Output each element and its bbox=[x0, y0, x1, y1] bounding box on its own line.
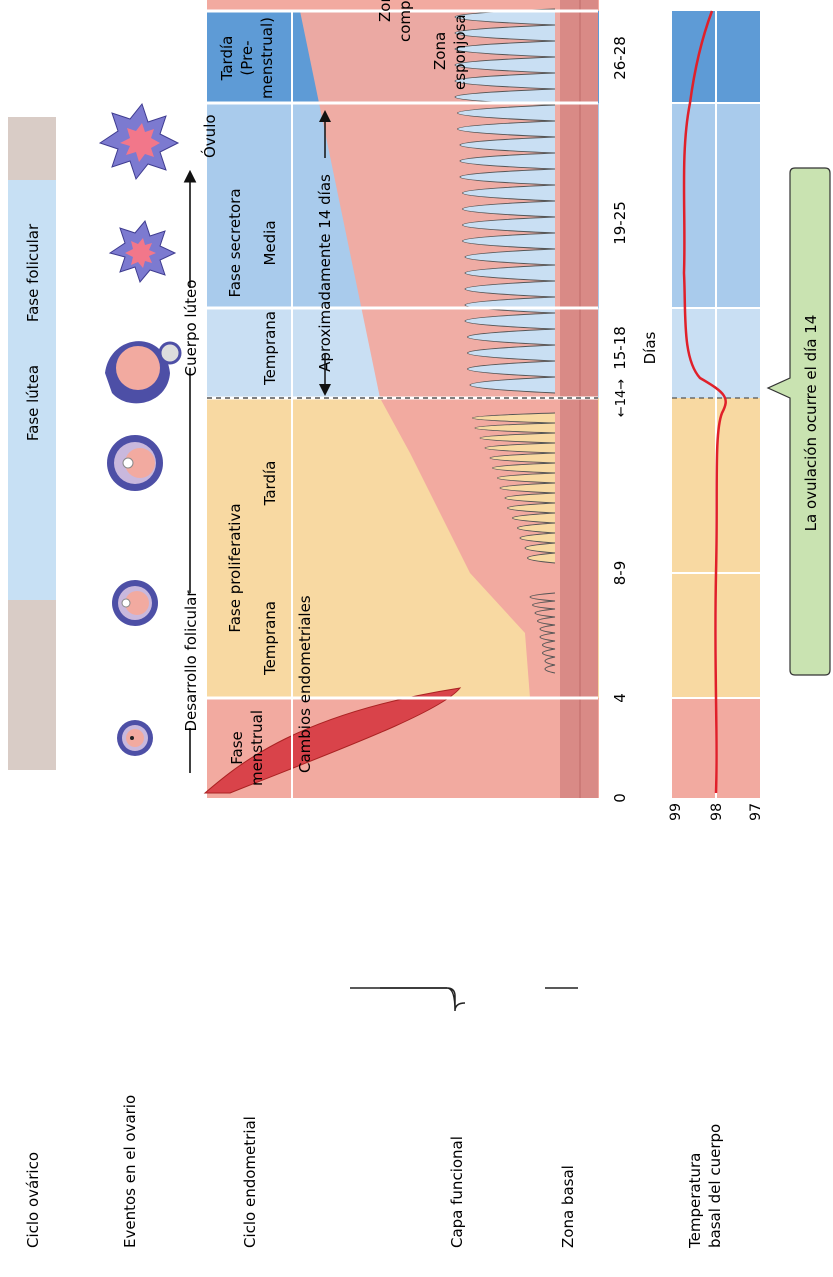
corpus-luteum-label: Cuerpo lúteo bbox=[182, 280, 200, 377]
secretory-mid-label: Media bbox=[261, 220, 279, 265]
endometrium-panel bbox=[205, 0, 599, 798]
ovarian-cycle-bar: Fase folicular Fase lútea bbox=[8, 117, 56, 770]
compact-zone-label-2: compacta bbox=[396, 0, 414, 42]
follicle-tertiary bbox=[107, 435, 163, 491]
temp-tick-99: 99 bbox=[668, 803, 684, 821]
day-tick-0: 0 bbox=[611, 793, 629, 803]
temperature-label-1: Temperatura bbox=[686, 1153, 704, 1249]
temperature-chart: 99 98 97 bbox=[668, 0, 764, 821]
day-tick-4: 4 bbox=[611, 693, 629, 703]
ovulation-callout: La ovulación ocurre el día 14 bbox=[768, 168, 830, 675]
day-tick-26-28: 26-28 bbox=[611, 36, 629, 80]
approx-14-days-label: Aproximadamente 14 días bbox=[316, 174, 334, 372]
day-axis: 0 4 8-9 ←14→ 15-18 19-25 26-28 0-4 Días bbox=[611, 36, 659, 803]
temperature-label-2: basal del cuerpo bbox=[706, 1124, 724, 1248]
proliferative-phase-label: Fase proliferativa bbox=[226, 503, 244, 632]
follicle-graafian bbox=[105, 341, 180, 403]
temp-tick-98: 98 bbox=[709, 803, 725, 821]
follicular-development-label: Desarrollo folicular bbox=[182, 590, 200, 732]
secretory-late-label-1: Tardía bbox=[218, 36, 236, 82]
functional-layer-brace bbox=[350, 988, 465, 1011]
compact-zone-label-1: Zona bbox=[376, 0, 394, 22]
day-tick-15-18: 15-18 bbox=[611, 326, 629, 370]
menstrual-phase-label-2: menstrual bbox=[248, 710, 266, 786]
basal-zone-label: Zona basal bbox=[559, 1165, 577, 1248]
corpus-luteum-early bbox=[110, 221, 175, 282]
follicle-primary bbox=[117, 720, 153, 756]
endometrial-changes-label: Cambios endometriales bbox=[296, 595, 314, 773]
ovulation-callout-text: La ovulación ocurre el día 14 bbox=[802, 315, 820, 532]
secretory-late-label-2: (Pre- bbox=[238, 40, 256, 75]
ovary-events-label: Eventos en el ovario bbox=[121, 1095, 139, 1248]
ovary-events-row: Desarrollo folicular Cuerpo lúteo Óvulo bbox=[100, 104, 219, 773]
follicular-phase-label: Fase folicular bbox=[24, 223, 42, 322]
follicle-secondary bbox=[112, 580, 158, 626]
proliferative-early-label: Temprana bbox=[261, 601, 279, 676]
corpus-luteum-mid bbox=[100, 104, 178, 179]
day-tick-19-25: 19-25 bbox=[611, 201, 629, 245]
secretory-phase-label: Fase secretora bbox=[226, 188, 244, 297]
secretory-early-label: Temprana bbox=[261, 311, 279, 386]
spongy-zone-label-1: Zona bbox=[431, 32, 449, 70]
ovarian-cycle-label: Ciclo ovárico bbox=[24, 1152, 42, 1248]
days-axis-label: Días bbox=[641, 331, 659, 364]
luteal-phase-label: Fase lútea bbox=[24, 365, 42, 441]
ovum-label: Óvulo bbox=[200, 114, 219, 158]
proliferative-late-label: Tardía bbox=[261, 461, 279, 507]
functional-layer-label: Capa funcional bbox=[448, 1136, 466, 1248]
day-tick-14: ←14→ bbox=[614, 379, 629, 417]
temp-tick-97: 97 bbox=[748, 803, 764, 821]
spongy-zone-label-2: esponjosa bbox=[451, 14, 469, 90]
secretory-late-label-3: menstrual) bbox=[258, 17, 276, 99]
endometrial-cycle-label: Ciclo endometrial bbox=[241, 1116, 259, 1248]
day-tick-8-9: 8-9 bbox=[611, 561, 629, 586]
menstrual-phase-label-1: Fase bbox=[228, 731, 246, 765]
